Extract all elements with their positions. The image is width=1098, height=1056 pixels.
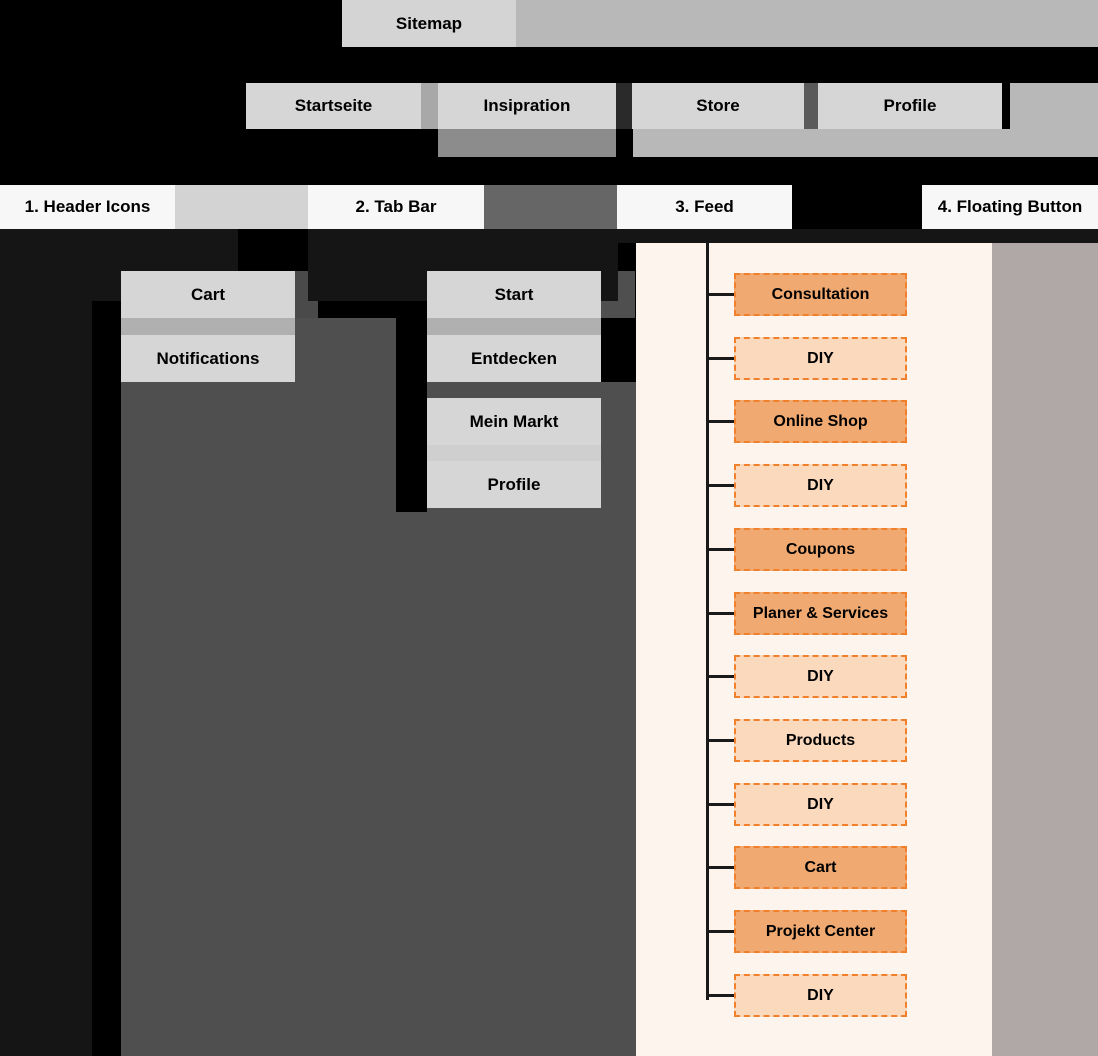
backdrop-sitemap-right — [516, 0, 1098, 47]
feed-item-label: Coupons — [785, 540, 856, 558]
feed-item[interactable]: DIY — [734, 974, 907, 1017]
backdrop-far-left-dark — [0, 229, 92, 1056]
nav-item-store[interactable]: Store — [632, 83, 804, 129]
feed-item-label: Consultation — [771, 285, 870, 303]
backdrop-legend-gap-1 — [175, 185, 308, 229]
header-icon-item-notifications[interactable]: Notifications — [121, 335, 295, 382]
backdrop-cart-sep — [121, 318, 295, 335]
feed-tree-branch — [708, 357, 736, 360]
feed-tree-branch — [708, 612, 736, 615]
legend-item-feed: 3. Feed — [617, 185, 792, 229]
backdrop-col2-upper — [295, 318, 396, 382]
header-icon-item-cart[interactable]: Cart — [121, 271, 295, 318]
legend-item-floating-button: 4. Floating Button — [922, 185, 1098, 229]
header-icon-item-label: Cart — [190, 284, 225, 304]
tab-bar-item-start[interactable]: Start — [427, 271, 601, 318]
page-title: Sitemap — [395, 13, 463, 33]
feed-item[interactable]: DIY — [734, 464, 907, 507]
backdrop-tabbar-footer — [427, 508, 658, 528]
nav-item-label: Profile — [883, 96, 937, 116]
header-icon-item-label: Notifications — [156, 348, 260, 368]
feed-tree-spine — [706, 243, 709, 1000]
legend-item-header-icons: 1. Header Icons — [0, 185, 175, 229]
feed-tree-branch — [708, 866, 736, 869]
tab-bar-item-label: Start — [494, 284, 534, 304]
backdrop-nav-inspiration-shadow — [438, 129, 616, 157]
backdrop-tabbar-sep-1 — [427, 318, 601, 335]
feed-item[interactable]: DIY — [734, 655, 907, 698]
tab-bar-item-mein-markt[interactable]: Mein Markt — [427, 398, 601, 445]
feed-item[interactable]: Projekt Center — [734, 910, 907, 953]
legend-item-label: 2. Tab Bar — [355, 197, 437, 216]
tab-bar-item-profile[interactable]: Profile — [427, 461, 601, 508]
feed-item-label: DIY — [807, 476, 834, 494]
backdrop-legend-gap-2 — [484, 185, 617, 229]
feed-item-label: DIY — [807, 667, 834, 685]
feed-item-label: Projekt Center — [765, 922, 876, 940]
feed-item-label: DIY — [807, 349, 834, 367]
nav-item-label: Insipration — [483, 96, 571, 116]
backdrop-tabbar-sep-2 — [427, 382, 601, 398]
feed-tree-branch — [708, 293, 736, 296]
feed-item-label: DIY — [807, 795, 834, 813]
feed-item-label: Products — [785, 731, 856, 749]
backdrop-left-black-gutter — [92, 300, 121, 1056]
backdrop-tabbar-block — [308, 229, 403, 301]
feed-item[interactable]: Consultation — [734, 273, 907, 316]
feed-tree-branch — [708, 675, 736, 678]
feed-tree-branch — [708, 484, 736, 487]
backdrop-right-mauve — [992, 243, 1098, 1056]
feed-item[interactable]: DIY — [734, 783, 907, 826]
nav-item-label: Startseite — [294, 96, 373, 116]
legend-item-tab-bar: 2. Tab Bar — [308, 185, 484, 229]
backdrop-right-black — [618, 229, 1098, 243]
legend-item-label: 4. Floating Button — [937, 197, 1083, 216]
legend-item-label: 1. Header Icons — [24, 197, 151, 216]
tab-bar-item-label: Mein Markt — [469, 411, 559, 431]
feed-item[interactable]: Products — [734, 719, 907, 762]
backdrop-nav-divider-profile — [802, 83, 818, 129]
tab-bar-item-entdecken[interactable]: Entdecken — [427, 335, 601, 382]
nav-item-label: Store — [696, 96, 740, 116]
nav-item-insipration[interactable]: Insipration — [438, 83, 616, 129]
feed-item-label: Planer & Services — [752, 604, 889, 622]
tab-bar-item-label: Profile — [487, 474, 541, 494]
tab-bar-item-label: Entdecken — [471, 348, 557, 368]
feed-item[interactable]: DIY — [734, 337, 907, 380]
backdrop-nav-divider-store — [616, 83, 633, 129]
feed-item-label: Cart — [804, 858, 837, 876]
feed-tree-branch — [708, 994, 736, 997]
feed-item-label: DIY — [807, 986, 834, 1004]
feed-tree-branch — [708, 739, 736, 742]
feed-item[interactable]: Planer & Services — [734, 592, 907, 635]
feed-item[interactable]: Online Shop — [734, 400, 907, 443]
feed-item-label: Online Shop — [773, 412, 868, 430]
sitemap-title-box: Sitemap — [342, 0, 516, 47]
nav-item-startseite[interactable]: Startseite — [246, 83, 421, 129]
backdrop-nav-divider-inspiration — [421, 83, 438, 129]
backdrop-tabbar-right-dark-2 — [601, 398, 635, 445]
feed-item[interactable]: Cart — [734, 846, 907, 889]
nav-item-profile[interactable]: Profile — [818, 83, 1002, 129]
backdrop-tabbar-sep-3 — [427, 445, 601, 461]
feed-tree-branch — [708, 930, 736, 933]
backdrop-nav-strip — [244, 60, 1098, 83]
feed-tree-branch — [708, 420, 736, 423]
legend-item-label: 3. Feed — [675, 197, 734, 216]
backdrop-nav-store-shadow — [633, 129, 1098, 157]
backdrop-nav-right — [1010, 83, 1098, 129]
feed-tree-branch — [708, 803, 736, 806]
feed-item[interactable]: Coupons — [734, 528, 907, 571]
backdrop-col2-black-gutter — [396, 318, 427, 512]
feed-tree-branch — [708, 548, 736, 551]
